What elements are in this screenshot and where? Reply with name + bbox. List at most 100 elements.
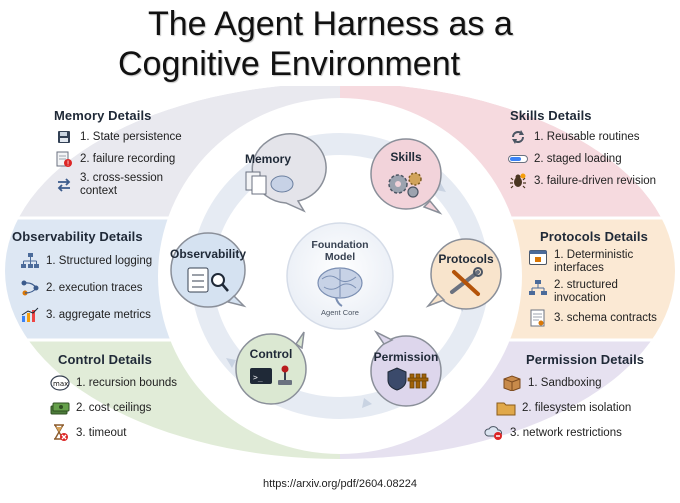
panel-control: Control Details max 1. recursion bounds … bbox=[50, 352, 200, 446]
node-observability-label: Observability bbox=[170, 247, 246, 261]
node-skills: Skills bbox=[370, 138, 443, 215]
node-memory-label: Memory bbox=[245, 152, 291, 166]
shield-fence-icon bbox=[387, 367, 429, 391]
panel-skills-item-1-text: 1. Reusable routines bbox=[534, 130, 640, 143]
checklist-magnifier-icon bbox=[187, 267, 229, 293]
floppy-disk-icon bbox=[54, 128, 74, 146]
center-sub: Agent Core bbox=[321, 308, 359, 317]
panel-protocols-item-3: 3. schema contracts bbox=[528, 309, 678, 327]
node-control-label: Control bbox=[250, 347, 293, 361]
panel-memory-item-2: ! 2. failure recording bbox=[54, 150, 204, 168]
harness-diagram: Foundation Model Agent Core Memory Skill… bbox=[0, 86, 680, 466]
panel-observability-item-3: 3. aggregate metrics bbox=[12, 306, 177, 324]
panel-control-item-1-text: 1. recursion bounds bbox=[76, 376, 178, 389]
panel-observability-item-2: 2. execution traces bbox=[12, 279, 177, 297]
panel-control-item-2: 2. cost ceilings bbox=[50, 399, 200, 417]
panel-observability: Observability Details 1. Structured logg… bbox=[12, 229, 177, 328]
cloud-blocked-icon bbox=[484, 424, 504, 442]
title-line-1: The Agent Harness as a bbox=[148, 5, 513, 43]
hierarchy-icon bbox=[20, 252, 40, 270]
panel-permission-item-2-text: 2. filesystem isolation bbox=[522, 401, 632, 414]
panel-protocols-heading: Protocols Details bbox=[540, 229, 648, 244]
memory-docs-icon bbox=[245, 171, 294, 195]
panel-memory-item-1-text: 1. State persistence bbox=[80, 130, 182, 143]
panel-control-heading: Control Details bbox=[58, 352, 152, 367]
money-stack-icon bbox=[50, 399, 70, 417]
panel-control-item-3: 3. timeout bbox=[50, 424, 200, 442]
title-line-2: Cognitive Environment bbox=[118, 45, 461, 83]
max-gauge-icon: max bbox=[50, 374, 70, 392]
panel-memory-item-1: 1. State persistence bbox=[54, 128, 204, 146]
node-control: Control >_ bbox=[235, 331, 307, 405]
panel-permission-item-3-text: 3. network restrictions bbox=[510, 426, 622, 439]
node-permission: Permission bbox=[370, 330, 442, 407]
center-title-2: Model bbox=[325, 251, 355, 263]
panel-skills-item-3-text: 3. failure-driven revision bbox=[534, 174, 657, 187]
node-skills-label: Skills bbox=[390, 150, 422, 164]
panel-permission-heading: Permission Details bbox=[526, 352, 645, 367]
document-error-icon: ! bbox=[54, 150, 74, 168]
network-tree-icon bbox=[528, 279, 548, 297]
panel-control-item-3-text: 3. timeout bbox=[76, 426, 127, 439]
panel-skills-item-2-text: 2. staged loading bbox=[534, 152, 622, 165]
center-title-1: Foundation bbox=[311, 239, 368, 251]
panel-permission: Permission Details 1. Sandboxing 2. file… bbox=[480, 352, 660, 446]
svg-text:max: max bbox=[53, 380, 68, 388]
panel-observability-item-1-text: 1. Structured logging bbox=[46, 254, 153, 267]
gears-icon bbox=[388, 172, 422, 198]
panel-observability-item-2-text: 2. execution traces bbox=[46, 281, 143, 294]
node-permission-label: Permission bbox=[374, 350, 439, 364]
node-memory: Memory bbox=[245, 133, 327, 213]
svg-text:!: ! bbox=[67, 160, 70, 168]
node-protocols-label: Protocols bbox=[438, 252, 494, 266]
trace-path-icon bbox=[20, 279, 40, 297]
panel-skills: Skills Details 1. Reusable routines 2. s… bbox=[508, 108, 676, 194]
panel-permission-item-2: 2. filesystem isolation bbox=[480, 399, 660, 417]
panel-memory-item-3: 3. cross-session context bbox=[54, 172, 204, 198]
panel-memory: Memory Details 1. State persistence ! 2.… bbox=[54, 108, 204, 202]
bug-icon bbox=[508, 172, 528, 190]
refresh-icon bbox=[508, 128, 528, 146]
tools-icon bbox=[450, 267, 483, 296]
svg-text:>_: >_ bbox=[253, 373, 263, 382]
center-core: Foundation Model Agent Core bbox=[286, 222, 394, 330]
browser-window-icon bbox=[528, 249, 548, 267]
node-observability: Observability bbox=[170, 232, 247, 308]
node-protocols: Protocols bbox=[425, 238, 502, 310]
panel-control-item-2-text: 2. cost ceilings bbox=[76, 401, 152, 414]
panel-protocols-item-2: 2. structured invocation bbox=[528, 279, 678, 305]
panel-protocols: Protocols Details 1. Deterministic inter… bbox=[528, 229, 678, 331]
source-url[interactable]: https://arxiv.org/pdf/2604.08224 bbox=[263, 478, 417, 490]
panel-skills-item-1: 1. Reusable routines bbox=[508, 128, 676, 146]
panel-observability-item-1: 1. Structured logging bbox=[12, 252, 177, 270]
panel-skills-item-3: 3. failure-driven revision bbox=[508, 172, 676, 190]
panel-memory-item-3-text: 3. cross-session context bbox=[80, 172, 164, 197]
box-icon bbox=[502, 374, 522, 392]
swap-arrows-icon bbox=[54, 176, 74, 194]
panel-protocols-item-1: 1. Deterministic interfaces bbox=[528, 249, 678, 275]
panel-control-item-1: max 1. recursion bounds bbox=[50, 374, 200, 392]
folder-icon bbox=[496, 399, 516, 417]
panel-observability-heading: Observability Details bbox=[12, 229, 143, 244]
panel-permission-item-1: 1. Sandboxing bbox=[480, 374, 660, 392]
panel-observability-item-3-text: 3. aggregate metrics bbox=[46, 308, 151, 321]
panel-memory-item-2-text: 2. failure recording bbox=[80, 152, 176, 165]
brain-icon bbox=[317, 267, 363, 307]
panel-protocols-item-3-text: 3. schema contracts bbox=[554, 311, 657, 324]
terminal-joystick-icon: >_ bbox=[250, 365, 292, 385]
panel-permission-item-3: 3. network restrictions bbox=[480, 424, 660, 442]
page-title: The Agent Harness as a Cognitive Environ… bbox=[118, 4, 578, 84]
panel-permission-item-1-text: 1. Sandboxing bbox=[528, 376, 602, 389]
ring-arrow-2 bbox=[436, 182, 446, 192]
bar-chart-icon bbox=[20, 306, 40, 324]
ring-arrow-4 bbox=[362, 398, 372, 408]
contract-document-icon bbox=[528, 309, 548, 327]
panel-skills-item-2: 2. staged loading bbox=[508, 150, 676, 168]
panel-protocols-item-1-text: 1. Deterministic interfaces bbox=[554, 249, 634, 274]
panel-protocols-item-2-text: 2. structured invocation bbox=[554, 279, 618, 304]
panel-skills-heading: Skills Details bbox=[510, 108, 592, 123]
panel-memory-heading: Memory Details bbox=[54, 108, 152, 123]
progress-bar-icon bbox=[508, 150, 528, 168]
hourglass-icon bbox=[50, 424, 70, 442]
ring-arrow-5 bbox=[226, 358, 236, 368]
